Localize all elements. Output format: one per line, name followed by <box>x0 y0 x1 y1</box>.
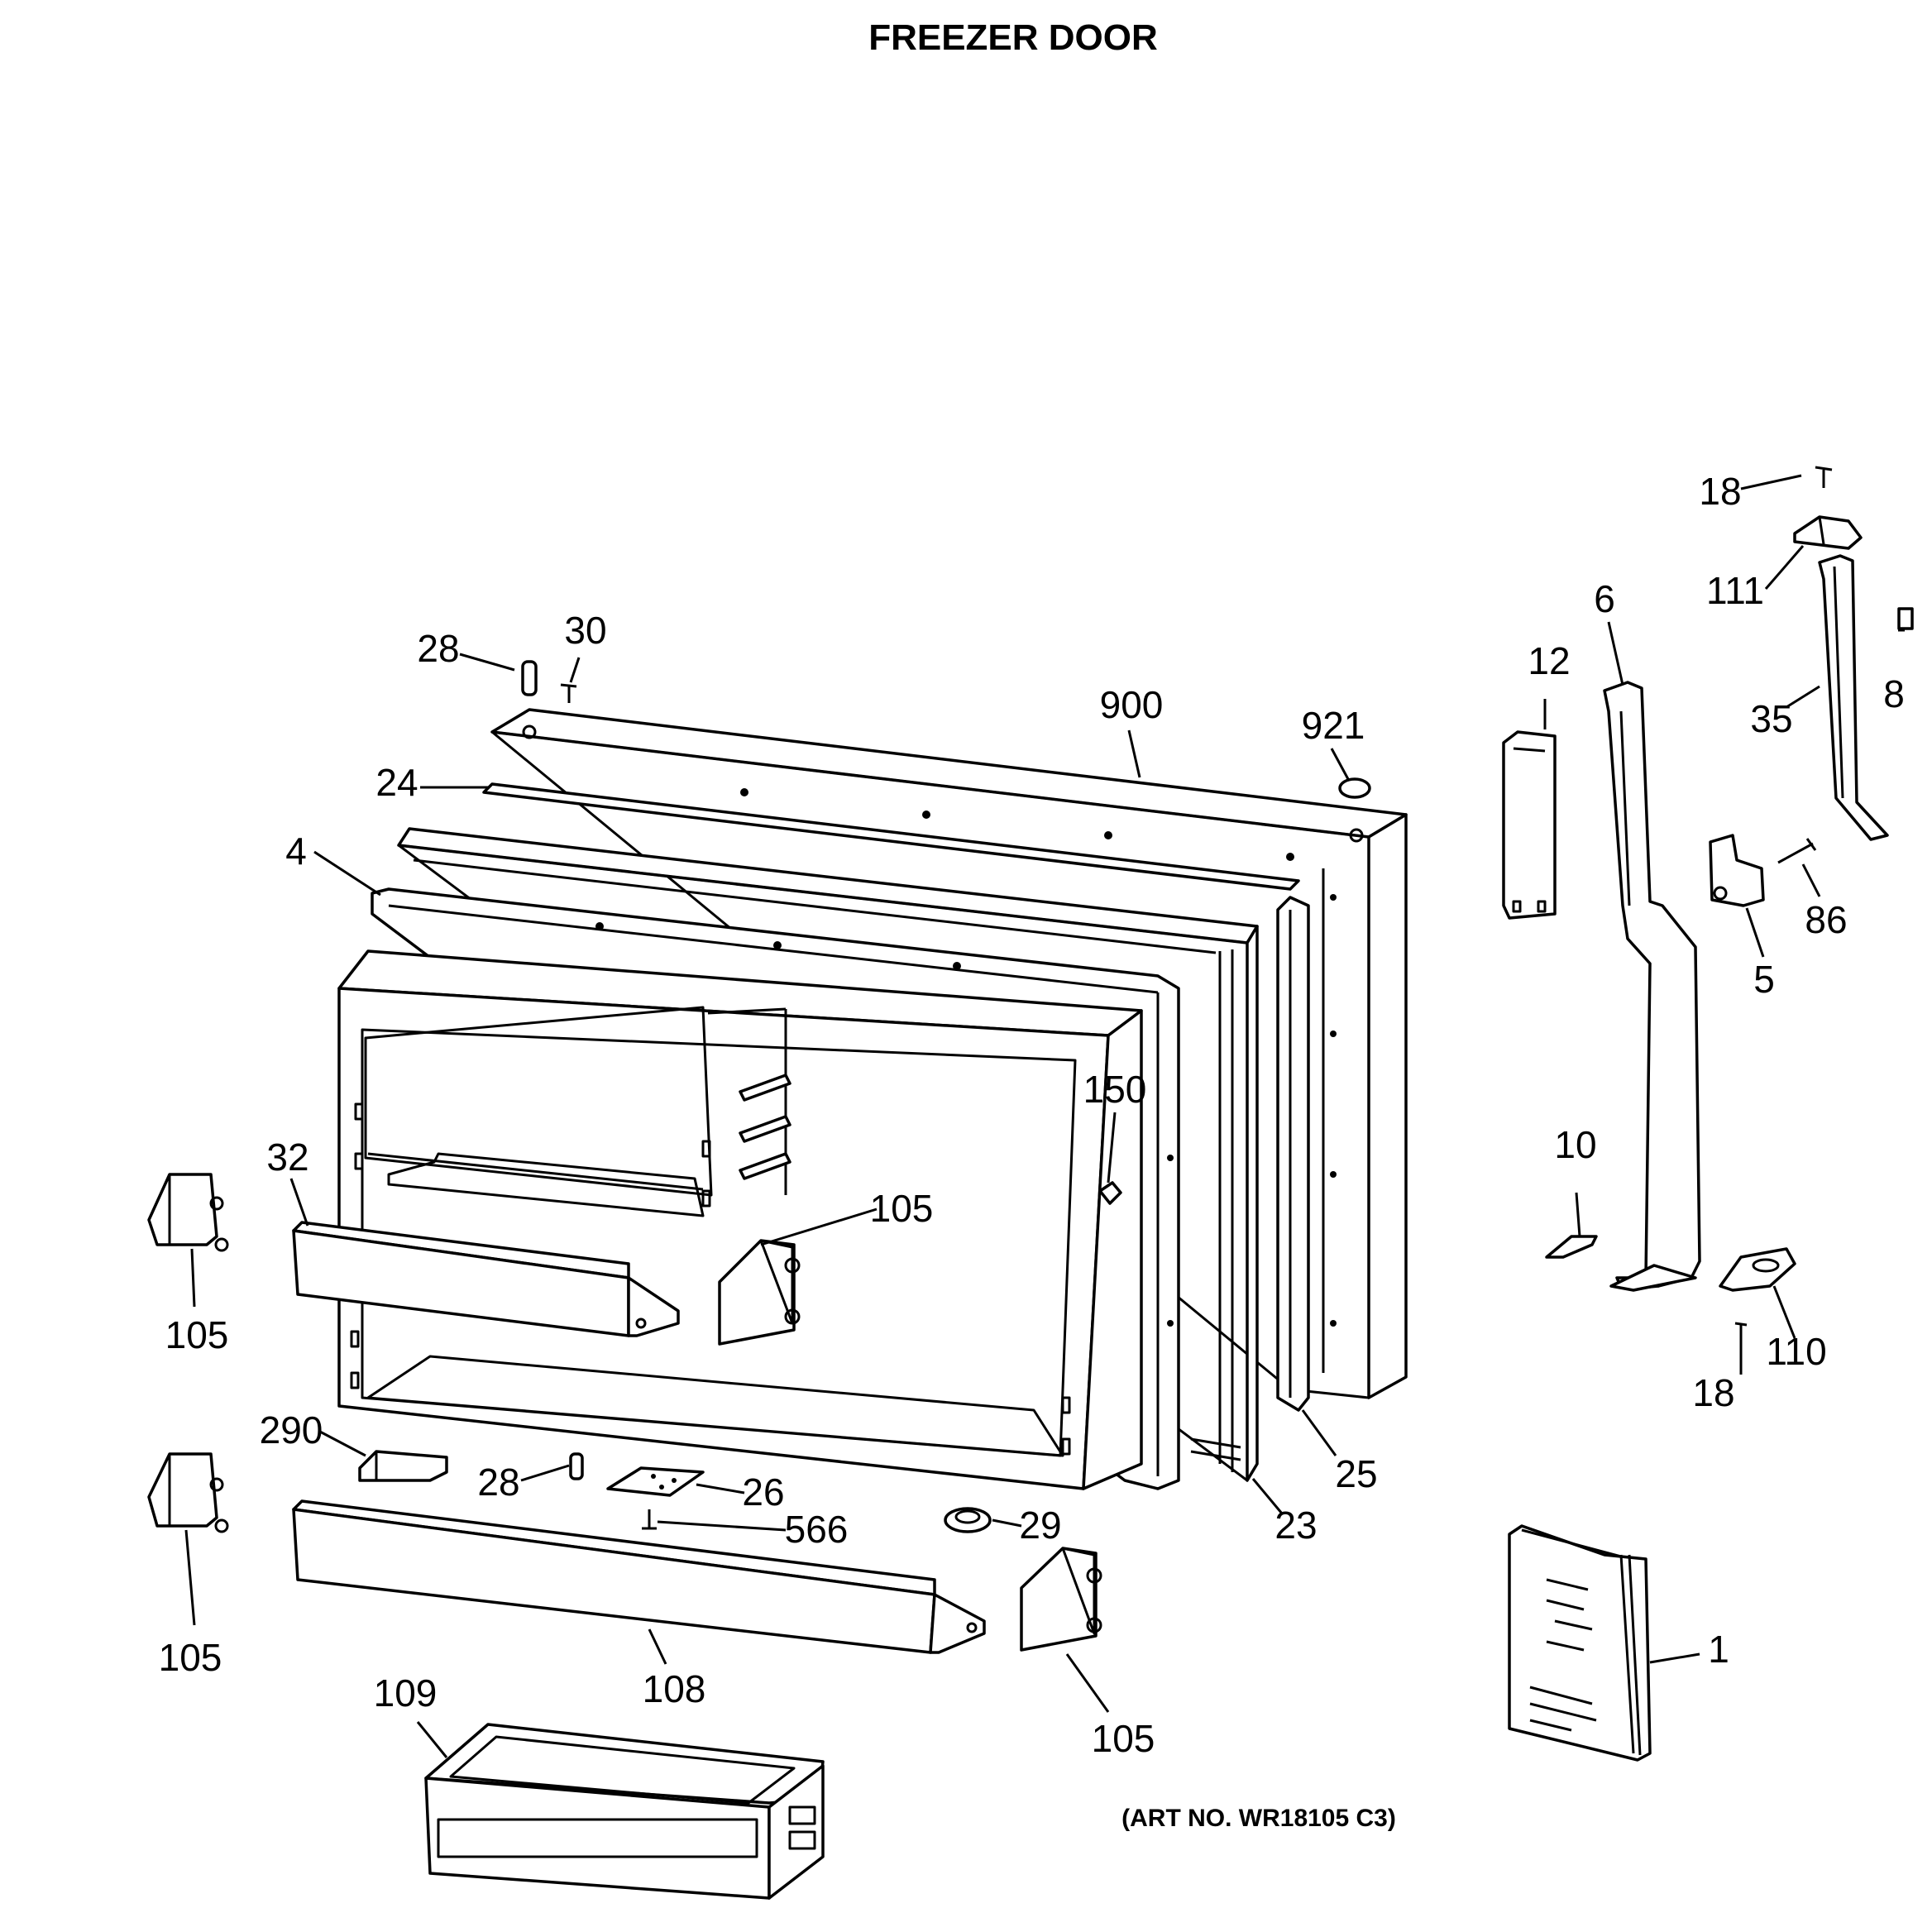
callout-6: 6 <box>1594 577 1615 620</box>
callout-105-right-lower: 105 <box>1092 1717 1155 1760</box>
callout-109: 109 <box>374 1671 438 1714</box>
part-108-lower-shelf-bar <box>292 1499 986 1654</box>
callout-30: 30 <box>564 609 606 652</box>
callout-900: 900 <box>1100 683 1164 726</box>
part-26-plate <box>606 1466 705 1497</box>
part-18-screw-top <box>1815 466 1833 488</box>
part-28-pin-lower <box>569 1452 584 1480</box>
callout-8: 8 <box>1883 672 1905 715</box>
leader-lines <box>184 474 1905 1758</box>
part-6-door-handle <box>1603 681 1701 1292</box>
callout-29: 29 <box>1019 1504 1061 1547</box>
part-111-hinge-bracket <box>1793 515 1863 550</box>
part-28-pin-top <box>521 660 538 696</box>
part-8-cap <box>1897 607 1914 630</box>
part-35-trim-strip <box>1818 554 1889 841</box>
callout-18-top: 18 <box>1699 470 1741 513</box>
callout-23: 23 <box>1274 1504 1317 1547</box>
callout-108: 108 <box>643 1667 706 1710</box>
callout-86: 86 <box>1805 898 1847 941</box>
callout-28-top: 28 <box>417 627 459 670</box>
callout-105-left-top: 105 <box>165 1313 229 1356</box>
part-86-screw <box>1777 838 1817 864</box>
callout-12: 12 <box>1528 639 1570 682</box>
part-30-screw <box>560 683 577 703</box>
callout-566: 566 <box>785 1508 849 1551</box>
callout-35: 35 <box>1750 697 1792 740</box>
part-12-hinge-cover <box>1502 730 1557 920</box>
callout-25: 25 <box>1335 1452 1377 1495</box>
callout-28-lower: 28 <box>477 1461 519 1504</box>
part-1-manual <box>1508 1524 1652 1762</box>
callout-111: 111 <box>1706 569 1764 612</box>
callout-921: 921 <box>1302 704 1365 747</box>
callout-26: 26 <box>742 1471 784 1514</box>
callout-5: 5 <box>1753 958 1775 1001</box>
part-105-bin-support-left-bottom <box>147 1452 229 1533</box>
part-105-bin-support-right-lower <box>1020 1547 1102 1652</box>
part-24-top-strip <box>482 782 1300 891</box>
art-number: (ART NO. WR18105 C3) <box>1121 1805 1396 1832</box>
part-150-screw <box>1098 1181 1122 1205</box>
part-5-hinge <box>1709 834 1765 907</box>
part-290-block <box>358 1450 448 1482</box>
part-921-plug <box>1338 777 1371 799</box>
part-25-side-trim <box>1276 896 1310 1412</box>
callout-1: 1 <box>1708 1628 1729 1671</box>
part-32-shelf-bar <box>292 1221 680 1337</box>
inner-liner-box <box>337 949 1143 1490</box>
part-109-bin <box>424 1723 825 1900</box>
part-105-bin-support-middle <box>718 1239 801 1346</box>
callout-labels: 18 111 6 12 8 35 86 5 28 30 900 921 24 4… <box>159 470 1905 1760</box>
part-105-bin-support-left-top <box>147 1173 229 1252</box>
diagram-title: FREEZER DOOR <box>868 17 1158 58</box>
part-566-screw <box>642 1509 657 1530</box>
callout-105-left-bottom: 105 <box>159 1636 222 1679</box>
part-10-stop <box>1545 1235 1598 1259</box>
callout-4: 4 <box>285 830 307 873</box>
part-29-plug <box>944 1507 992 1533</box>
callout-105-middle: 105 <box>870 1187 934 1230</box>
callout-10: 10 <box>1554 1123 1596 1166</box>
part-18-screw-lower <box>1734 1322 1748 1340</box>
callout-290: 290 <box>260 1408 323 1451</box>
callout-18-lower: 18 <box>1692 1371 1734 1414</box>
callout-24: 24 <box>375 761 418 804</box>
part-110-bracket <box>1719 1247 1796 1292</box>
callout-150: 150 <box>1083 1068 1147 1111</box>
callout-110: 110 <box>1766 1330 1826 1373</box>
callout-32: 32 <box>266 1136 308 1179</box>
